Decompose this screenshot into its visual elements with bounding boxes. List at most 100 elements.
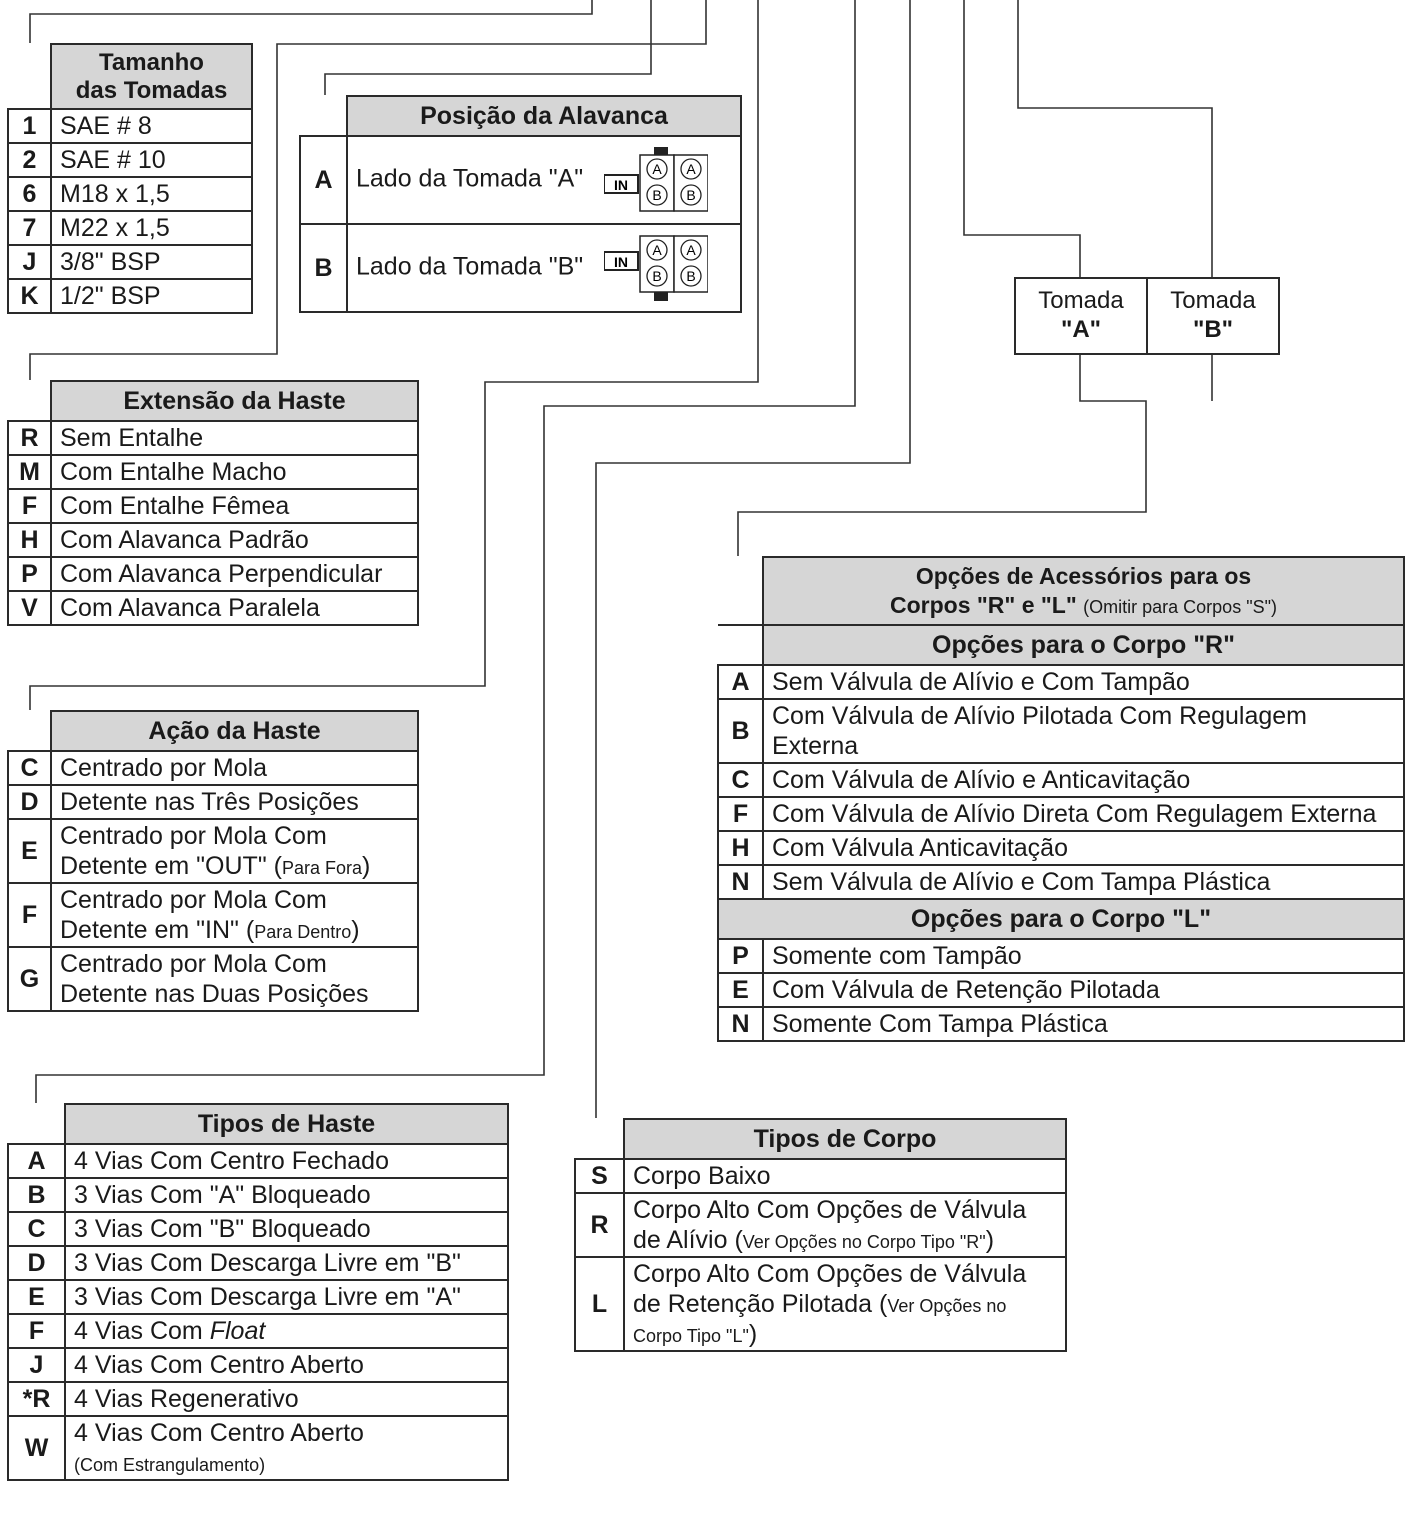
haste-code: B xyxy=(7,1177,66,1213)
extensao-code: R xyxy=(7,420,52,456)
acao-code: D xyxy=(7,784,52,820)
opcao-l-desc: Somente com Tampão xyxy=(762,937,1405,974)
connector-tomada-a xyxy=(963,0,1081,277)
extensao-desc: Sem Entalhe xyxy=(50,420,419,456)
haste-desc: 4 Vias Regenerativo xyxy=(64,1381,509,1417)
extensao-header: Extensão da Haste xyxy=(50,380,419,422)
opcao-l-desc: Somente Com Tampa Plástica xyxy=(762,1005,1405,1042)
opcoes-table: Opções de Acessórios para os Corpos "R" … xyxy=(717,556,1405,1042)
opcao-r-desc: Com Válvula de Alívio Direta Com Regulag… xyxy=(762,795,1405,832)
table-row: B Lado da Tomada "B" IN A B xyxy=(299,223,742,313)
opcao-r-code: F xyxy=(717,795,764,832)
table-row: A Lado da Tomada "A" IN A B xyxy=(299,135,742,225)
acao-desc: Centrado por Mola xyxy=(50,750,419,786)
haste-code: D xyxy=(7,1245,66,1281)
opcao-l-code: N xyxy=(717,1005,764,1042)
svg-text:B: B xyxy=(652,268,661,284)
haste-code: F xyxy=(7,1313,66,1349)
opcao-r-desc: Com Válvula de Alívio e Anticavitação xyxy=(762,761,1405,798)
opcao-l-code: E xyxy=(717,971,764,1008)
extensao-desc: Com Alavanca Perpendicular xyxy=(50,556,419,592)
posicao-desc: Lado da Tomada "A" xyxy=(356,164,584,193)
svg-text:B: B xyxy=(686,268,695,284)
tipos-corpo-header: Tipos de Corpo xyxy=(623,1118,1067,1160)
haste-code: E xyxy=(7,1279,66,1315)
opcao-r-desc: Com Válvula de Alívio Pilotada Com Regul… xyxy=(762,697,1405,764)
haste-code: *R xyxy=(7,1381,66,1417)
acao-header: Ação da Haste xyxy=(50,710,419,752)
posicao-code: A xyxy=(299,135,348,225)
corpo-code: L xyxy=(574,1256,625,1352)
extensao-code: F xyxy=(7,488,52,524)
tamanho-code: 1 xyxy=(7,108,52,145)
extensao-desc: Com Entalhe Macho xyxy=(50,454,419,490)
haste-desc: 4 Vias Com Centro Aberto xyxy=(64,1347,509,1383)
tamanho-desc: M18 x 1,5 xyxy=(50,176,253,213)
opcao-l-desc: Com Válvula de Retenção Pilotada xyxy=(762,971,1405,1008)
lever-b-side-icon: IN A B A B xyxy=(604,232,709,304)
connector-tomada-b-top xyxy=(1017,0,1213,277)
haste-desc: 4 Vias Com Centro Aberto(Com Estrangulam… xyxy=(64,1415,509,1481)
extensao-code: M xyxy=(7,454,52,490)
haste-desc: 4 Vias Com Float xyxy=(64,1313,509,1349)
tamanho-desc: SAE # 8 xyxy=(50,108,253,145)
opcao-r-code: A xyxy=(717,663,764,700)
tomadas-box: Tomada "A" Tomada "B" xyxy=(1014,277,1280,355)
tamanho-header: Tamanho das Tomadas xyxy=(50,42,253,111)
tamanho-desc: SAE # 10 xyxy=(50,142,253,179)
opcao-r-code: C xyxy=(717,761,764,798)
haste-desc: 3 Vias Com "A" Bloqueado xyxy=(64,1177,509,1213)
posicao-code: B xyxy=(299,223,348,313)
opcao-l-code: P xyxy=(717,937,764,974)
corpo-desc: Corpo Baixo xyxy=(623,1158,1067,1194)
svg-text:A: A xyxy=(652,161,662,177)
extensao-code: P xyxy=(7,556,52,592)
opcao-r-code: H xyxy=(717,829,764,866)
tamanho-code: K xyxy=(7,278,52,315)
opcao-r-code: B xyxy=(717,697,764,764)
tomada-a: Tomada "A" xyxy=(1038,287,1124,343)
tamanho-code: 7 xyxy=(7,210,52,247)
tamanho-desc: 1/2" BSP xyxy=(50,278,253,315)
opcao-r-desc: Com Válvula Anticavitação xyxy=(762,829,1405,866)
svg-text:B: B xyxy=(652,187,661,203)
svg-text:IN: IN xyxy=(614,254,628,270)
